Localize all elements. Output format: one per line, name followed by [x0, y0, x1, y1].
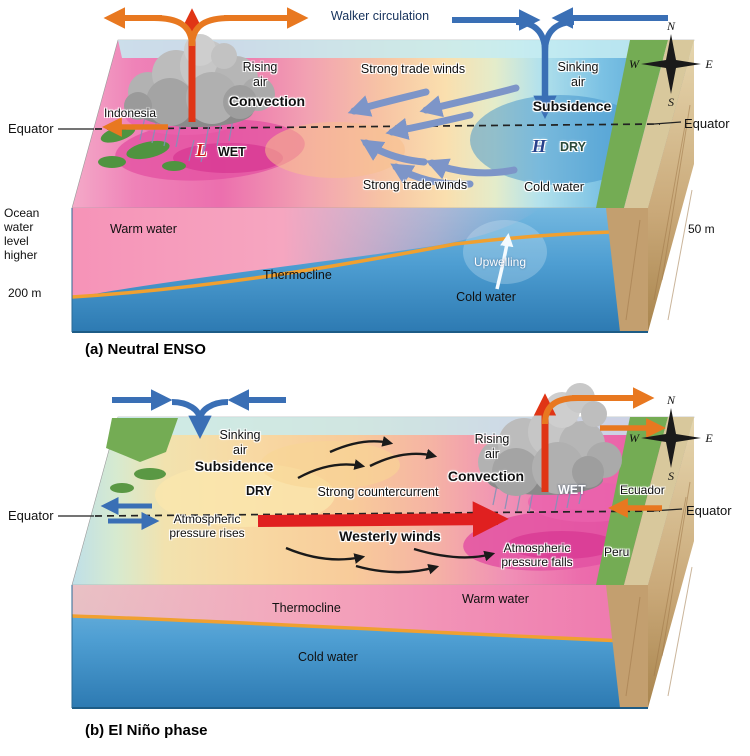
- subsidence-label: Subsidence: [532, 98, 612, 114]
- upwelling-label: Upwelling: [473, 255, 527, 269]
- thermocline-label: Thermocline: [263, 268, 332, 282]
- panel-a-sinking-air-arrows: [452, 7, 668, 120]
- depth-50m-label: 50 m: [688, 222, 715, 236]
- atmospheric-pressure-rises-label: Atmospheric pressure rises: [169, 512, 245, 541]
- warm-water-label: Warm water: [110, 222, 177, 236]
- compass-w-label: W: [629, 57, 640, 71]
- rising-air-label-b: Rising air: [474, 432, 510, 461]
- panel-a-coast-cliff: [648, 40, 694, 332]
- strong-trade-winds-lower-label: Strong trade winds: [362, 178, 468, 192]
- sinking-air-label: Sinking air: [557, 60, 599, 89]
- panel-a-thermocline-line: [71, 229, 649, 299]
- thermocline-label-b: Thermocline: [272, 601, 341, 615]
- panel-b-ocean-block: N E S W: [58, 383, 713, 709]
- panel-a-equator-line: [58, 121, 682, 130]
- ocean-water-level-label: Ocean water level higher: [4, 206, 40, 263]
- ecuador-label: Ecuador: [620, 483, 665, 497]
- panel-b-countercurrent-arrows: [285, 436, 496, 575]
- sinking-air-label-b: Sinking air: [219, 428, 261, 457]
- compass-n-label: N: [666, 19, 676, 33]
- panel-a-warm-water-layer: [72, 208, 540, 298]
- panel-a-upwelling-arrow: [495, 233, 514, 290]
- panel-a-compass: N E S W: [629, 19, 713, 109]
- strong-trade-winds-upper-label: Strong trade winds: [360, 62, 466, 76]
- strong-countercurrent-label: Strong countercurrent: [317, 485, 439, 499]
- depth-200m-label: 200 m: [8, 286, 42, 300]
- equator-right-label: Equator: [684, 116, 730, 131]
- panel-a-ocean-block: N E S W: [58, 7, 713, 333]
- walker-circulation-label: Walker circulation: [330, 9, 430, 23]
- panel-b-caption: (b) El Niño phase: [85, 722, 208, 739]
- dry-label: DRY: [560, 140, 586, 154]
- cold-water-label-b: Cold water: [298, 650, 358, 664]
- compass-w-label: W: [629, 431, 640, 445]
- panel-b-warm-water-layer: [72, 585, 648, 642]
- compass-e-label: E: [704, 431, 713, 445]
- panel-b-asia-land: [106, 418, 178, 493]
- dry-label-b: DRY: [246, 484, 272, 498]
- compass-e-label: E: [704, 57, 713, 71]
- rising-air-label: Rising air: [242, 60, 278, 89]
- compass-n-label: N: [666, 393, 676, 407]
- westerly-winds-label: Westerly winds: [339, 528, 441, 544]
- equator-right-label-b: Equator: [686, 503, 732, 518]
- panel-a-rising-air-arrows: [102, 7, 309, 137]
- cold-water-deep-label: Cold water: [456, 290, 516, 304]
- panel-a-trade-wind-arrows: [347, 84, 520, 188]
- cold-water-surface-label: Cold water: [524, 180, 584, 194]
- panel-b-coast-cliff: [648, 417, 694, 708]
- compass-s-label: S: [668, 95, 674, 109]
- wet-label-b: WET: [558, 483, 586, 497]
- atmospheric-pressure-falls-label: Atmospheric pressure falls: [501, 541, 573, 570]
- wet-label: WET: [218, 145, 246, 159]
- panel-a-convection-cloud: [124, 34, 275, 127]
- panel-b-sinking-air-arrows: [100, 389, 286, 530]
- convection-label-b: Convection: [447, 468, 525, 484]
- equator-left-label: Equator: [8, 121, 54, 136]
- peru-label: Peru: [604, 545, 630, 559]
- equator-left-label-b: Equator: [8, 508, 54, 523]
- panel-a-coast-land: [596, 40, 668, 208]
- panel-b-compass: N E S W: [629, 393, 713, 483]
- convection-label: Convection: [228, 93, 306, 109]
- indonesia-label: Indonesia: [103, 106, 157, 120]
- panel-a-back-strip: [118, 40, 694, 58]
- warm-water-label-b: Warm water: [462, 592, 529, 606]
- subsidence-label-b: Subsidence: [194, 458, 274, 474]
- panel-a-caption: (a) Neutral ENSO: [85, 341, 206, 358]
- panel-b-westerly-wind-arrow: [257, 501, 509, 538]
- panel-b-coast-land: [596, 417, 668, 585]
- low-pressure-symbol: L: [196, 140, 207, 160]
- compass-s-label: S: [668, 469, 674, 483]
- panel-b-rising-air-arrows: [533, 387, 666, 518]
- high-pressure-symbol: H: [532, 136, 547, 156]
- panel-b-thermocline-line: [71, 614, 649, 644]
